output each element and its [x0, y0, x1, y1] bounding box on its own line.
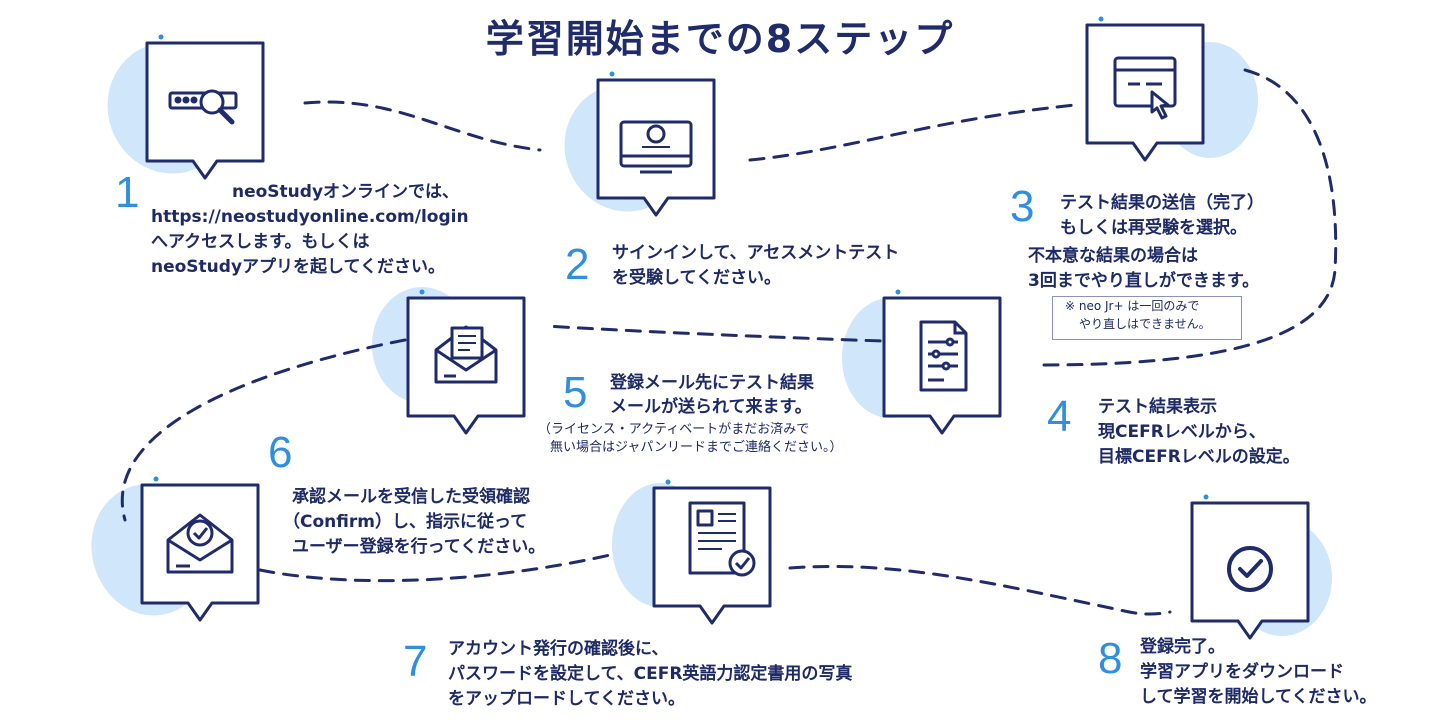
step-1-text-3: へアクセスします。もしくは	[151, 232, 370, 252]
step-2-text-1: サインインして、アセスメントテスト	[612, 243, 900, 263]
bubble-step-3	[1085, 15, 1205, 162]
page-title: 学習開始までの8ステップ	[485, 17, 955, 61]
step-7-text-2: パスワードを設定して、CEFR英語力認定書用の写真	[448, 664, 853, 684]
step-number-3: 3	[1010, 182, 1035, 231]
bubble-step-7	[652, 478, 772, 625]
step-8-text-1: 登録完了。	[1140, 637, 1225, 657]
check-circle-icon	[1227, 546, 1273, 592]
step-3-text-2: もしくは再受験を選択。	[1060, 218, 1247, 238]
step-number-5: 5	[563, 368, 588, 417]
step-5-sub-2: 無い場合はジャパンリードまでご連絡ください。）	[550, 440, 843, 455]
step-4-text-3: 目標CEFRレベルの設定。	[1098, 447, 1300, 467]
step-4-text-2: 現CEFRレベルから、	[1098, 422, 1266, 442]
step-3-extra-1: 不本意な結果の場合は	[1028, 246, 1198, 266]
step-8-text-3: して学習を開始してください。	[1140, 687, 1377, 707]
document-settings-icon	[919, 320, 968, 392]
confirm-mail-icon	[166, 513, 234, 574]
click-window-icon	[1113, 56, 1177, 120]
step-3-extra-2: 3回までやり直しができます。	[1028, 271, 1260, 291]
step-3-note-box: ※ neo Jr+ は一回のみで やり直しはできません。	[1052, 296, 1242, 340]
step-5-text-2: メールが送られて来ます。	[610, 397, 812, 417]
login-search-icon	[168, 89, 238, 125]
certificate-photo-icon	[688, 501, 756, 577]
step-6-text-3: ユーザー登録を行ってください。	[292, 537, 546, 557]
bubble-step-4	[882, 288, 1002, 435]
dashed-path	[120, 68, 1338, 616]
step-number-7: 7	[403, 637, 428, 686]
step-4-text-1: テスト結果表示	[1098, 397, 1217, 417]
step-6-text-2: （Confirm）し、指示に従って	[283, 512, 528, 532]
step-8-text-2: 学習アプリをダウンロード	[1140, 662, 1344, 682]
bubble-step-6	[140, 475, 260, 622]
step-number-1: 1	[115, 168, 140, 217]
step-1-text-4: neoStudyアプリを起してください。	[151, 257, 446, 277]
step-number-6: 6	[268, 428, 293, 477]
bubble-step-5	[406, 288, 526, 435]
step-1-url: https://neostudyonline.com/login	[151, 207, 469, 227]
step-2-text-2: を受験してください。	[612, 268, 781, 288]
bubble-step-8	[1190, 493, 1310, 640]
open-mail-document-icon	[434, 325, 498, 384]
step-5-sub-1: （ライセンス・アクティベートがまだお済みで	[538, 422, 810, 437]
step-6-text-1: 承認メールを受信した受領確認	[292, 487, 530, 507]
step-7-text-3: をアップロードしてください。	[448, 689, 685, 709]
step-5-text-1: 登録メール先にテスト結果	[610, 373, 814, 393]
step-number-2: 2	[565, 240, 590, 289]
step-3-note-2: やり直しはできません。	[1079, 317, 1211, 331]
step-1-text-1: neoStudyオンラインでは、	[232, 182, 460, 202]
step-7-text-1: アカウント発行の確認後に、	[448, 639, 669, 659]
step-number-8: 8	[1098, 634, 1123, 683]
step-number-4: 4	[1047, 392, 1072, 441]
step-3-text-1: テスト結果の送信（完了）	[1060, 193, 1264, 213]
step-3-note-1: ※ neo Jr+ は一回のみで	[1065, 299, 1200, 313]
test-monitor-icon	[619, 120, 693, 174]
